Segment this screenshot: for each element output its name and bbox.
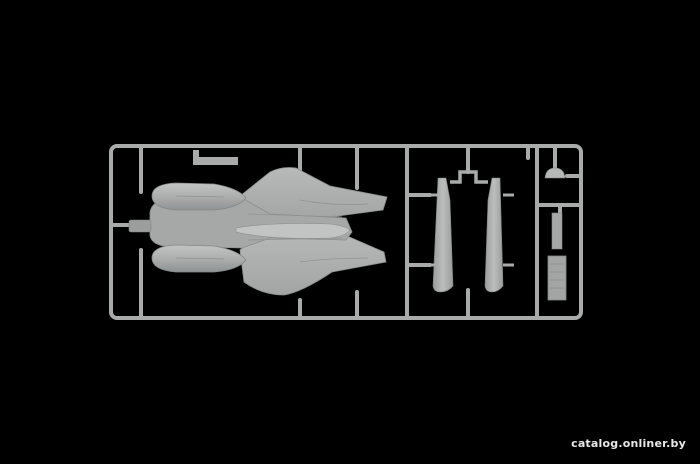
ladder-tray-part bbox=[547, 212, 567, 301]
watermark-text: catalog.onliner.by bbox=[571, 437, 686, 450]
canopy-dome-part bbox=[544, 167, 566, 179]
small-tab-part bbox=[193, 150, 238, 165]
landing-gear-legs bbox=[430, 170, 514, 293]
sprue-frame bbox=[109, 144, 583, 320]
aircraft-lower-fuselage-part bbox=[128, 167, 388, 296]
